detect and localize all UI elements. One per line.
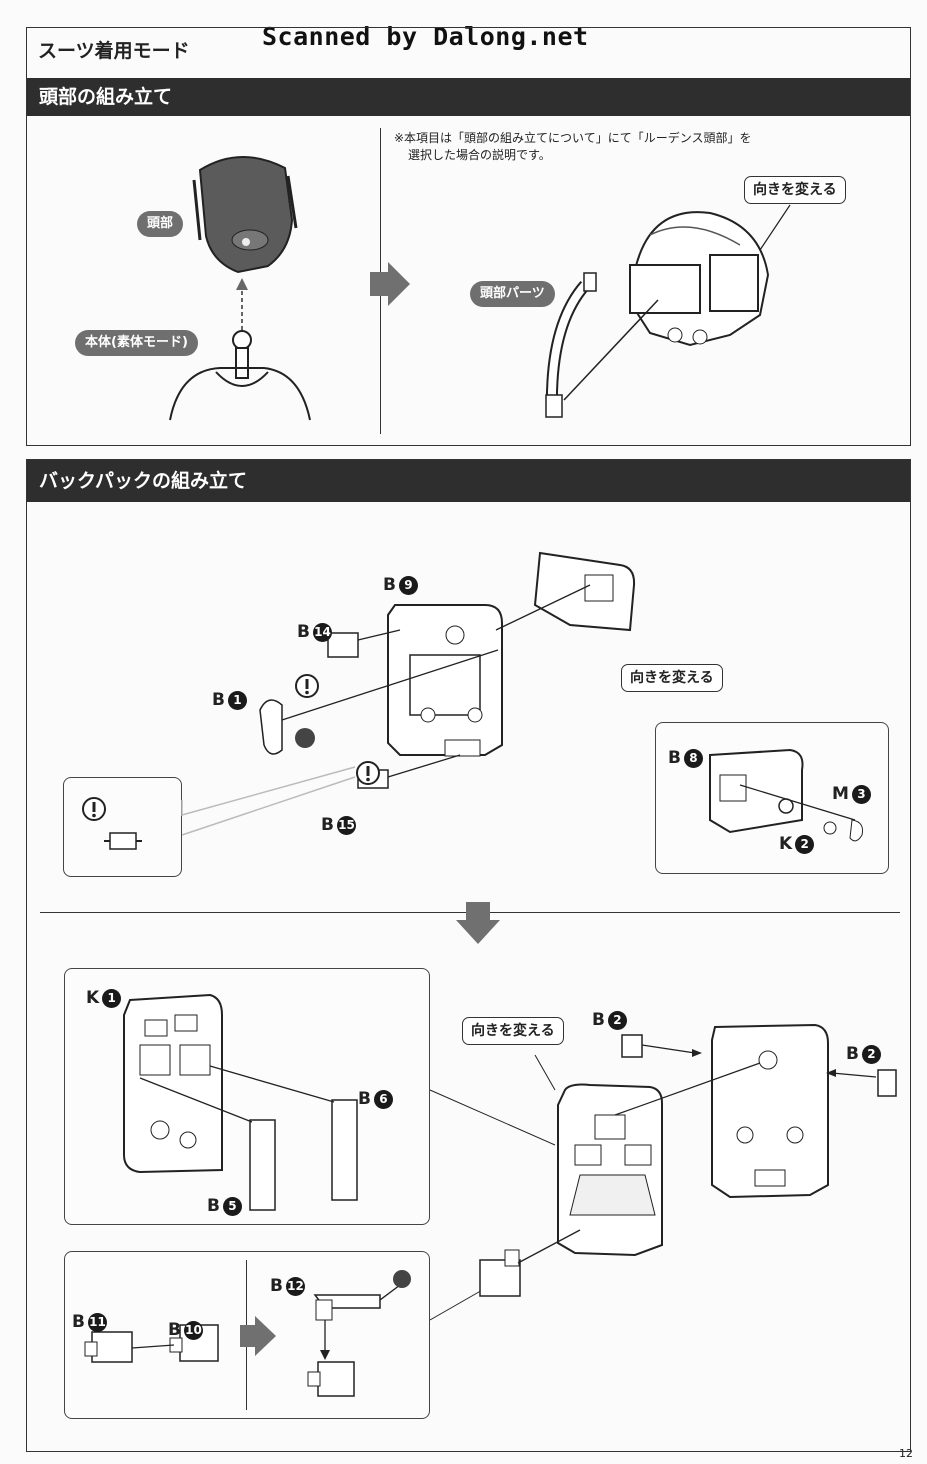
- turn-detail-illustration: [709, 748, 863, 842]
- backpack-section-header: バックパックの組み立て: [27, 460, 910, 502]
- head-note: ※本項目は「頭部の組み立てについて」にて「ルーデンス頭部」を 選択した場合の説明…: [394, 130, 751, 164]
- head-illustration: [169, 156, 311, 421]
- b12-assembly-illustration: [84, 1270, 411, 1397]
- caution-detail-illustration: [82, 766, 356, 850]
- callout-turn-backpack-2: 向きを変える: [462, 1017, 564, 1045]
- watermark: Scanned by Dalong.net: [262, 22, 589, 51]
- label-body: 本体(素体モード): [75, 330, 198, 356]
- head-section-frame: [26, 27, 911, 446]
- label-head: 頭部: [137, 211, 184, 237]
- head-parts-illustration: [545, 204, 791, 418]
- k1-assembly-illustration: [123, 993, 358, 1211]
- step-arrow-down: [456, 902, 500, 944]
- caution-icon: [356, 761, 380, 785]
- backpack-lower-illustration: [429, 1023, 897, 1321]
- step-arrow-right: [370, 262, 410, 306]
- label-head-parts: 頭部パーツ: [470, 281, 555, 307]
- callout-turn-backpack-1: 向きを変える: [621, 664, 723, 692]
- head-note-line2: 選択した場合の説明です。: [408, 148, 551, 162]
- head-note-line1: ※本項目は「頭部の組み立てについて」にて「ルーデンス頭部」を: [394, 131, 752, 145]
- backpack-section-frame: [26, 459, 911, 1452]
- caution-icon: [295, 674, 319, 698]
- head-section-header: 頭部の組み立て: [27, 78, 910, 116]
- callout-turn-head: 向きを変える: [744, 176, 846, 204]
- page-number: 12: [899, 1447, 913, 1460]
- caution-detail-box: [63, 777, 182, 877]
- mode-title: スーツ着用モード: [38, 40, 190, 62]
- backpack-upper-illustration: [259, 551, 636, 789]
